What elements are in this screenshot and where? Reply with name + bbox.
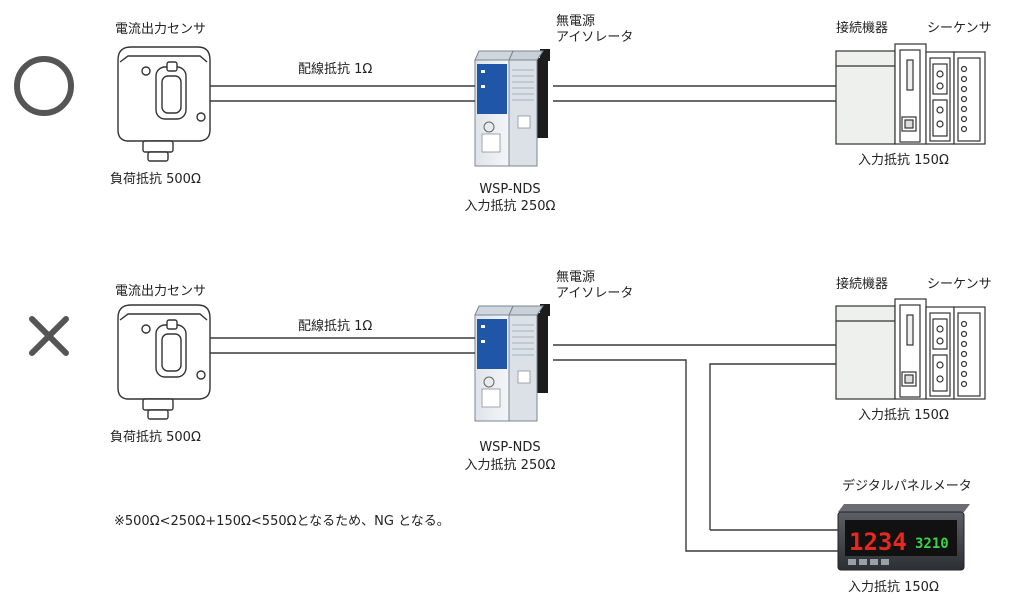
sensor-load-1: 負荷抵抗 500Ω bbox=[110, 172, 201, 187]
wiring-label-1: 配線抵抗 1Ω bbox=[298, 62, 373, 77]
wires-1 bbox=[210, 85, 836, 102]
meter-display-main: 1234 bbox=[849, 528, 907, 556]
isolator-label-2a: 無電源 bbox=[556, 270, 596, 285]
isolator-input-1: 入力抵抗 250Ω bbox=[464, 199, 556, 214]
ng-note: ※500Ω<250Ω+150Ω<550Ωとなるため、NG となる。 bbox=[114, 514, 450, 529]
isolator-input-2: 入力抵抗 250Ω bbox=[464, 458, 556, 473]
digital-panel-meter: 1234 3210 bbox=[837, 504, 970, 571]
device-input-1: 入力抵抗 150Ω bbox=[858, 153, 949, 168]
sequencer-label-2: シーケンサ bbox=[927, 277, 992, 292]
sensor-label-2: 電流出力センサ bbox=[115, 284, 207, 299]
isolator-label-1b: アイソレータ bbox=[556, 30, 634, 45]
ng-cross-icon bbox=[29, 316, 69, 356]
device-label-2: 接続機器 bbox=[836, 277, 889, 292]
meter-display-sub: 3210 bbox=[915, 536, 949, 552]
isolator-2 bbox=[474, 304, 550, 422]
isolator-model-1: WSP-NDS bbox=[479, 182, 541, 197]
plc-sequencer-2 bbox=[835, 298, 986, 400]
device-input-2: 入力抵抗 150Ω bbox=[858, 408, 949, 423]
isolator-label-1a: 無電源 bbox=[556, 14, 596, 29]
isolator-model-2: WSP-NDS bbox=[479, 440, 541, 455]
isolator-1 bbox=[474, 49, 550, 167]
meter-label: デジタルパネルメータ bbox=[842, 479, 972, 494]
device-label-1: 接続機器 bbox=[836, 21, 889, 36]
current-sensor-1 bbox=[117, 46, 211, 162]
plc-sequencer-1 bbox=[835, 43, 986, 145]
isolator-label-2b: アイソレータ bbox=[556, 286, 634, 301]
wiring-label-2: 配線抵抗 1Ω bbox=[298, 319, 373, 334]
sensor-load-2: 負荷抵抗 500Ω bbox=[110, 430, 201, 445]
sequencer-label-1: シーケンサ bbox=[927, 21, 992, 36]
ok-circle-icon bbox=[14, 56, 74, 116]
sensor-label-1: 電流出力センサ bbox=[115, 22, 207, 37]
wires-2 bbox=[210, 337, 838, 552]
meter-input: 入力抵抗 150Ω bbox=[848, 580, 939, 595]
current-sensor-2 bbox=[117, 304, 211, 420]
